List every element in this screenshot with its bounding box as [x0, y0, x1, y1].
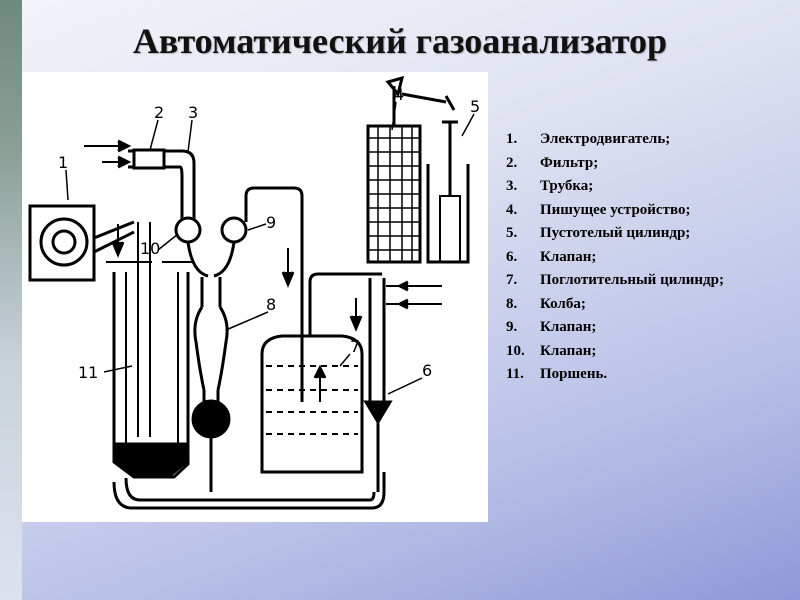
legend-item: 8. Колба;: [506, 293, 796, 317]
legend-number: 8.: [506, 295, 518, 312]
absorber-outlet-tube: [308, 272, 382, 336]
legend-text: Пишущее устройство;: [540, 201, 691, 218]
legend-text: Поршень.: [540, 366, 608, 382]
legend-text: Поглотительный цилиндр;: [540, 272, 724, 288]
legend-text: Электродвигатель;: [540, 131, 671, 147]
label-10: 10: [140, 239, 160, 258]
legend-item: 2. Фильтр;: [506, 152, 796, 176]
valve-6-column: [368, 278, 386, 402]
legend-number: 6.: [506, 248, 518, 265]
label-3: 3: [188, 103, 198, 122]
absorber-7: [260, 334, 364, 474]
outlet-arrow-1: [396, 280, 409, 292]
legend-text: Клапан;: [540, 342, 597, 359]
flask-stem: [202, 390, 220, 402]
legend-item: 11. Поршень.: [506, 363, 796, 387]
legend-number: 3.: [506, 178, 518, 194]
piston-liquid: [114, 442, 188, 476]
valve-9-tube: [244, 186, 304, 402]
slide-title: Автоматический газоанализатор: [132, 21, 668, 61]
legend-number: 9.: [506, 319, 518, 335]
leader-lines: [65, 101, 475, 395]
flask-bulb: [191, 399, 231, 439]
absorber-arrow-head: [313, 364, 327, 379]
legend-text: Трубка;: [540, 178, 594, 194]
flask-neck: [200, 277, 222, 307]
legend-item: 3. Трубка;: [506, 175, 796, 199]
legend-text: Колба;: [540, 295, 586, 312]
legend-item: 9. Клапан;: [506, 316, 796, 340]
legend-item: 6. Клапан;: [506, 246, 796, 270]
legend-number: 2.: [506, 154, 518, 171]
valve-6: [363, 400, 393, 425]
motor-inner-ring: [51, 229, 77, 255]
legend-number: 4.: [506, 201, 518, 218]
legend-item: 7. Поглотительный цилиндр;: [506, 269, 796, 293]
outlet-lines: [386, 285, 442, 305]
legend-number: 1.: [506, 131, 518, 147]
hollow-cylinder-rod: [442, 120, 458, 196]
cylinder-inner-wall: [125, 272, 179, 445]
left-decor-strip: [0, 0, 22, 600]
piston-rod: [137, 222, 151, 437]
valve-10: [174, 216, 202, 244]
recorder-pen-tip: [444, 95, 456, 111]
flow-arrow-head-2: [281, 271, 295, 288]
legend-text: Клапан;: [540, 248, 597, 265]
flow-arrow-head-1: [111, 241, 125, 258]
legend-text: Клапан;: [540, 319, 597, 335]
cylinder-outer-wall: [112, 272, 190, 479]
label-5: 5: [470, 97, 480, 116]
label-2: 2: [154, 103, 164, 122]
flask-8: [193, 306, 229, 391]
label-1: 1: [58, 153, 68, 172]
label-4: 4: [394, 85, 404, 104]
tube-3: [128, 149, 196, 220]
recorder-grid: [368, 126, 420, 262]
label-6: 6: [422, 361, 432, 380]
filter-2: [132, 148, 166, 170]
component-legend: 1.Электродвигатель; 2.Фильтр; 3.Трубка; …: [506, 128, 796, 387]
legend-number: 7.: [506, 272, 518, 288]
label-9: 9: [266, 213, 276, 232]
bottom-manifold: [112, 472, 386, 510]
motor-body: [28, 204, 96, 282]
label-8: 8: [266, 295, 276, 314]
legend-text: Пустотелый цилиндр;: [540, 225, 691, 241]
legend-item: 1. Электродвигатель;: [506, 128, 796, 152]
legend-number: 5.: [506, 225, 518, 241]
gas-analyzer-diagram: 1 2 3 4 5 6 7 8 9 10 11: [22, 72, 488, 522]
label-7: 7: [350, 337, 360, 356]
legend-number: 10.: [506, 342, 525, 359]
motor-outer-ring: [39, 217, 89, 267]
legend-number: 11.: [506, 366, 524, 382]
legend-item: 10. Клапан;: [506, 340, 796, 364]
outlet-arrow-2: [396, 298, 409, 310]
inlet-arrow-head: [117, 139, 132, 153]
inlet-arrow-head-2: [117, 155, 132, 169]
valve-9: [220, 216, 248, 244]
flow-arrow-head-3: [349, 315, 363, 332]
hollow-cylinder-inner: [439, 195, 461, 263]
label-11: 11: [78, 363, 98, 382]
y-junction: [186, 241, 236, 278]
hollow-cylinder-5: [426, 164, 470, 264]
legend-text: Фильтр;: [540, 154, 599, 171]
legend-item: 4. Пишущее устройство;: [506, 199, 796, 223]
legend-item: 5. Пустотелый цилиндр;: [506, 222, 796, 246]
diagram-svg: 1 2 3 4 5 6 7 8 9 10 11: [28, 75, 480, 510]
